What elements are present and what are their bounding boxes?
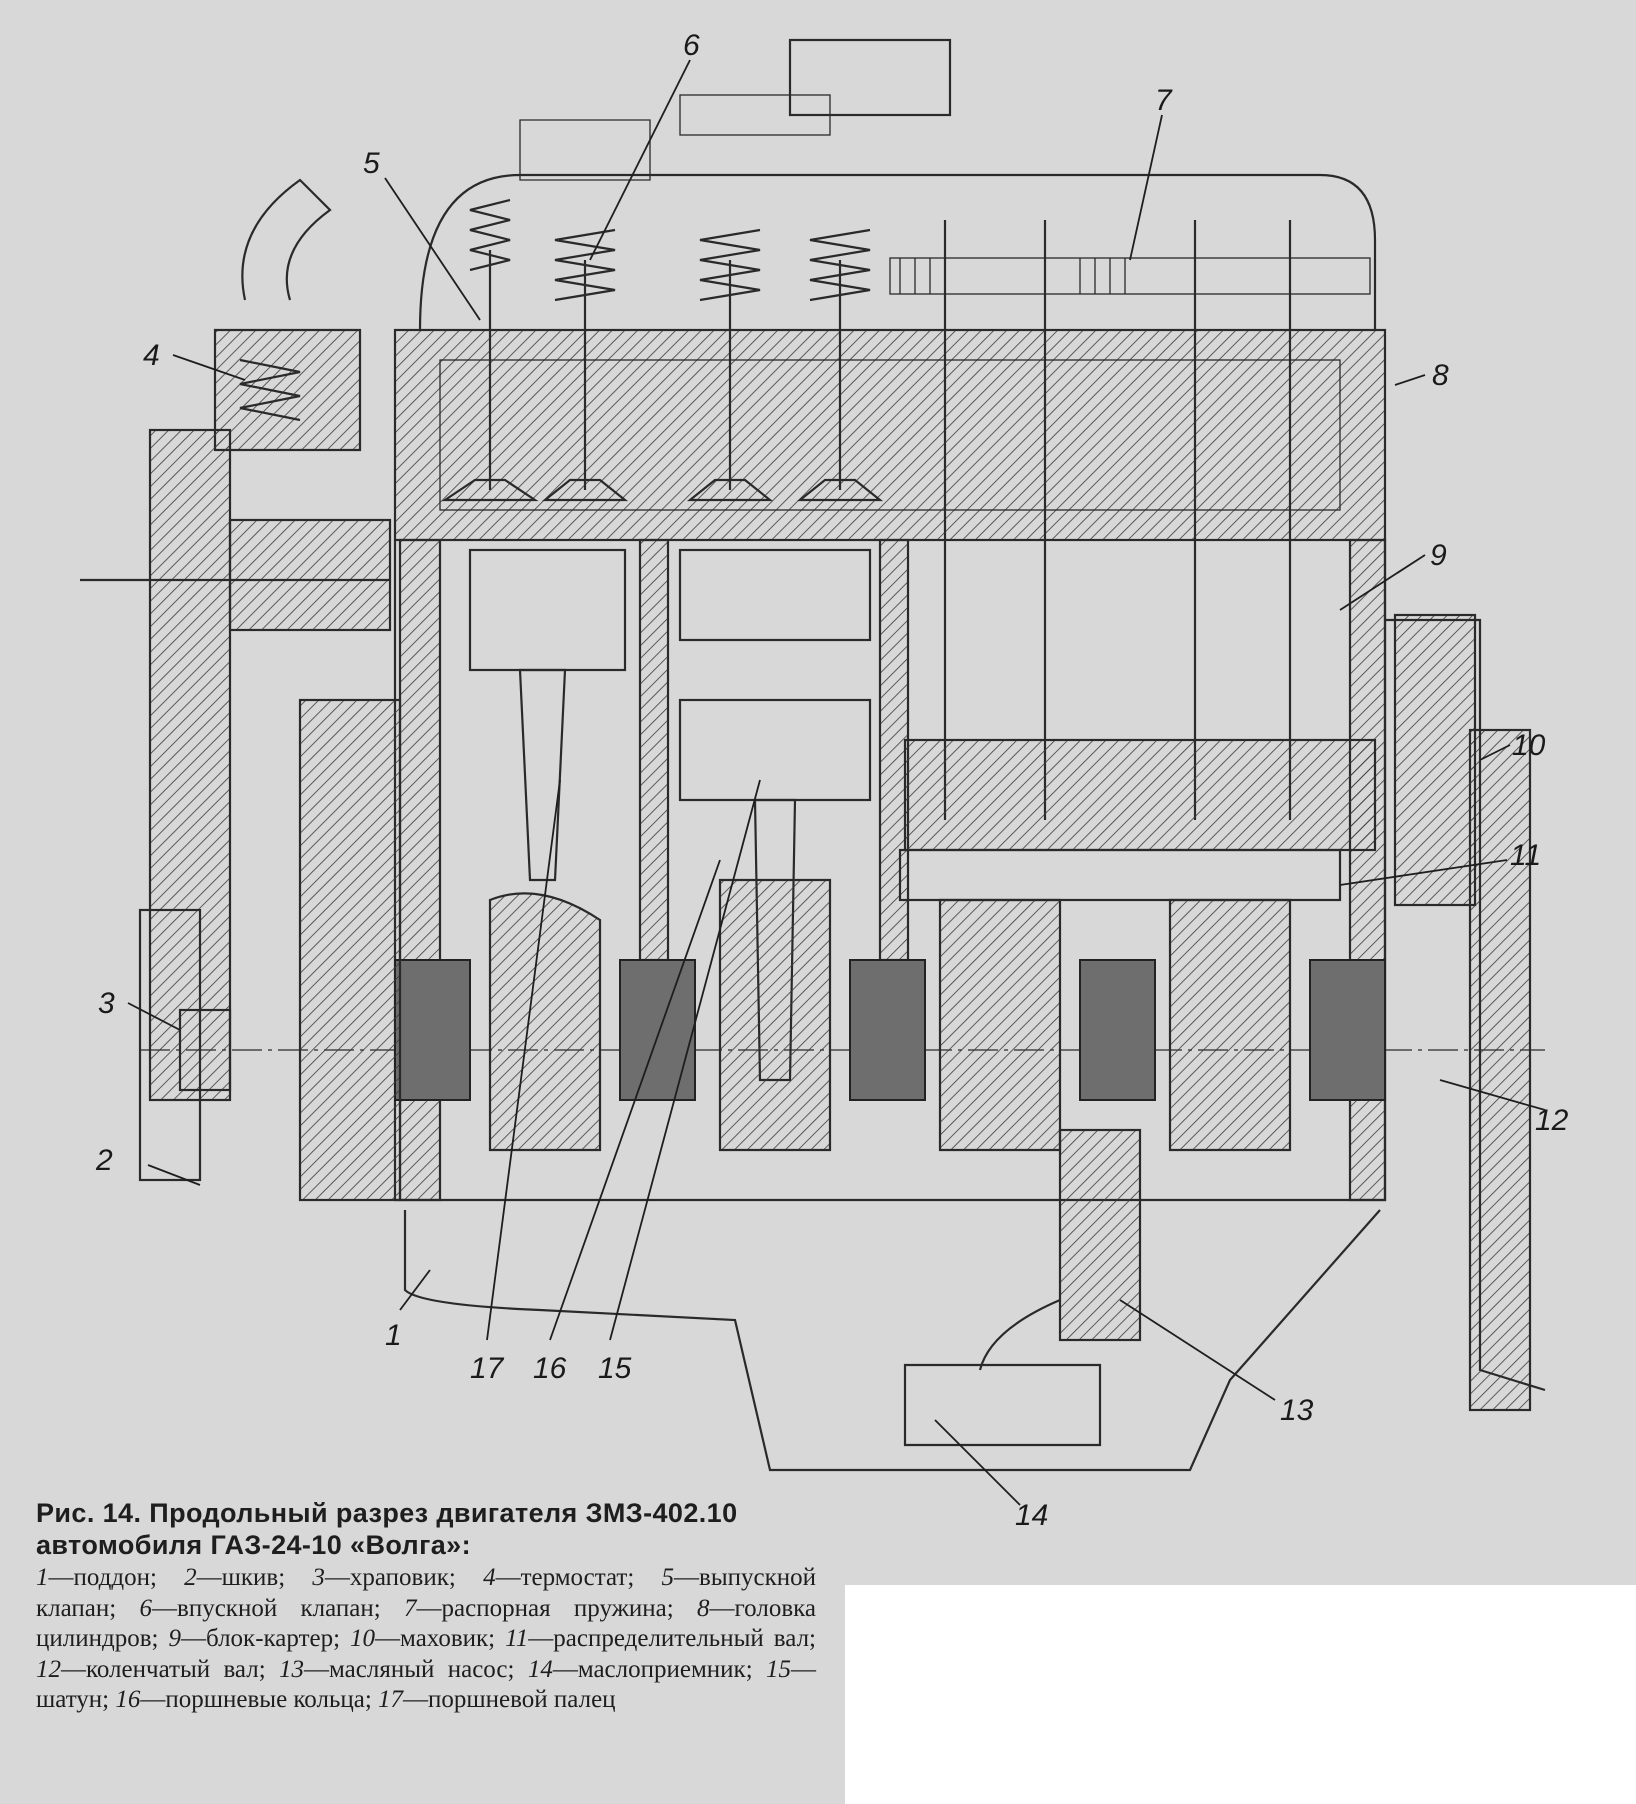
oil-pan — [403, 1209, 1381, 1472]
callout-leaders — [127, 59, 1546, 1506]
main-bearings — [394, 959, 1386, 1101]
legend-item: 11—распределительный вал; — [505, 1625, 816, 1652]
callout-16: 16 — [533, 1352, 567, 1385]
water-pump — [228, 518, 392, 632]
callout-1: 1 — [385, 1319, 402, 1352]
callout-11: 11 — [1510, 839, 1541, 872]
piston — [468, 548, 627, 672]
air-filter-housing — [788, 38, 952, 117]
legend-item: 16—поршневые кольца; — [115, 1686, 379, 1713]
callout-6: 6 — [683, 29, 700, 62]
pushrods — [943, 220, 1292, 820]
camshaft — [898, 848, 1342, 902]
callout-17: 17 — [470, 1352, 505, 1385]
legend-item: 17—поршневой палец — [378, 1686, 616, 1713]
callout-2: 2 — [95, 1144, 113, 1177]
valves — [441, 250, 884, 502]
legend-item: 7—распорная пружина; — [404, 1594, 698, 1622]
legend-item: 12—коленчатый вал; — [36, 1655, 280, 1683]
blank-page-corner — [845, 1585, 1636, 1804]
figure-caption: Рис. 14. Продольный разрез двигателя ЗМЗ… — [36, 1497, 816, 1716]
thermostat-housing — [213, 328, 362, 452]
legend-item: 8—головка цилиндров; — [36, 1594, 816, 1653]
callout-4: 4 — [143, 339, 160, 372]
callout-8: 8 — [1432, 359, 1449, 392]
legend-item: 4—термостат; — [483, 1564, 662, 1591]
legend-item: 10—маховик; — [350, 1625, 506, 1652]
piston — [678, 698, 872, 802]
oil-pickup — [903, 1363, 1102, 1447]
callout-5: 5 — [363, 147, 380, 180]
legend-item: 3—храповик; — [312, 1564, 484, 1591]
oil-pump — [1058, 1128, 1142, 1342]
legend-item: 2—шкив; — [184, 1564, 313, 1591]
callout-15: 15 — [598, 1352, 632, 1385]
valve-springs — [469, 198, 871, 302]
cylinder-head — [393, 328, 1387, 542]
legend-item: 14—маслоприемник; — [527, 1655, 766, 1683]
caption-legend: 1—поддон; 2—шкив; 3—храповик; 4—термоста… — [36, 1563, 816, 1716]
callout-12: 12 — [1535, 1104, 1569, 1137]
legend-item: 9—блок-картер; — [168, 1625, 351, 1652]
callout-13: 13 — [1280, 1394, 1314, 1427]
timing-cover — [298, 698, 402, 1202]
callout-9: 9 — [1430, 539, 1447, 572]
legend-item: 13—масляный насос; — [279, 1655, 528, 1683]
valve-cover — [418, 173, 1377, 331]
rocker-spring — [889, 257, 1371, 295]
callout-3: 3 — [98, 987, 115, 1020]
crankshaft — [488, 892, 602, 1152]
legend-item: 15—шатун; — [36, 1655, 816, 1714]
connecting-rod — [518, 668, 567, 882]
caption-title: Рис. 14. Продольный разрез двигателя ЗМЗ… — [36, 1498, 738, 1560]
legend-item: 6—впускной клапан; — [139, 1594, 405, 1622]
pulley — [148, 428, 232, 1102]
callout-14: 14 — [1015, 1499, 1048, 1532]
legend-item: 5—выпускной клапан; — [36, 1564, 817, 1622]
callout-7: 7 — [1155, 84, 1173, 117]
callout-10: 10 — [1512, 729, 1546, 762]
legend-item: 1—поддон; — [36, 1564, 185, 1591]
ratchet — [178, 1008, 232, 1092]
